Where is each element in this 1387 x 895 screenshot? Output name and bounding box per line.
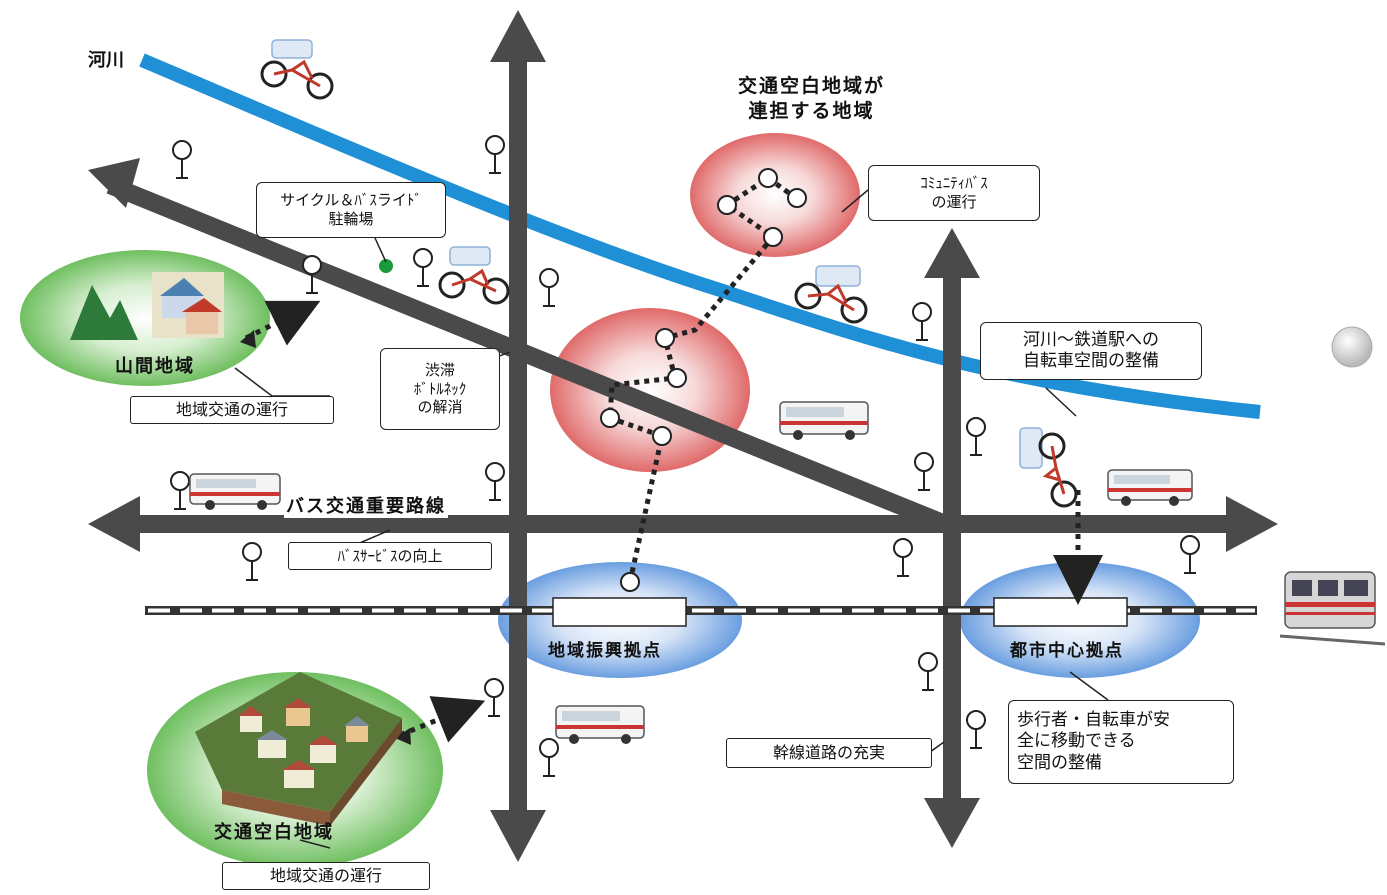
trunk-road-right	[924, 228, 980, 848]
town-icon	[195, 672, 402, 826]
cycle-ride-callout: サイクル＆ﾊﾞｽライﾄﾞ 駐輪場	[256, 182, 446, 238]
bus-icon	[189, 401, 1193, 744]
pedestrian-line3: 空間の整備	[1017, 752, 1102, 773]
river-label: 河川	[88, 50, 124, 71]
bus-service-callout: ﾊﾞｽｻｰﾋﾞｽの向上	[288, 542, 492, 570]
trunk-road-callout: 幹線道路の充実	[726, 738, 932, 768]
cycle-ride-line2: 駐輪場	[328, 210, 374, 228]
congestion-line1: 渋滞	[424, 360, 455, 379]
congestion-line2: ﾎﾞﾄﾙﾈｯｸ	[413, 379, 467, 398]
train-icon	[1279, 571, 1386, 646]
river-line	[139, 53, 1261, 419]
route-stops	[600, 168, 807, 592]
link-arrows	[244, 300, 1103, 743]
urban-hub-station	[993, 597, 1128, 627]
river-bike-line2: 自転車空間の整備	[1023, 351, 1159, 371]
mountain-transport-callout: 地域交通の運行	[130, 396, 334, 424]
pedestrian-callout: 歩行者・自転車が安 全に移動できる 空間の整備	[1008, 700, 1234, 784]
regional-hub-station	[552, 597, 687, 627]
blank-area-label: 交通空白地域	[214, 822, 334, 843]
blank-area-title-line1: 交通空白地域が	[738, 75, 886, 97]
bus-route-road	[88, 496, 1278, 552]
pedestrian-line2: 全に移動できる	[1017, 731, 1136, 752]
railway-line	[145, 606, 1257, 615]
mountain-icon	[70, 285, 138, 340]
trunk-road-left	[490, 10, 546, 862]
regional-hub-label: 地域振興拠点	[548, 641, 662, 661]
bus-stop-icon	[170, 135, 1200, 777]
urban-hub-label: 都市中心拠点	[1010, 641, 1124, 661]
community-bus-line2: の運行	[931, 193, 977, 211]
blank-transport-callout: 地域交通の運行	[222, 862, 430, 890]
river-bike-callout: 河川～鉄道駅への 自転車空間の整備	[980, 322, 1202, 380]
congestion-callout: 渋滞 ﾎﾞﾄﾙﾈｯｸ の解消	[380, 348, 500, 430]
blank-area-title: 交通空白地域が 連担する地域	[738, 74, 885, 123]
community-bus-line1: ｺﾐｭﾆﾃｨﾊﾞｽ	[920, 174, 988, 193]
congestion-zone	[550, 308, 750, 472]
pedestrian-line1: 歩行者・自転車が安	[1017, 710, 1170, 731]
cycle-ride-line1: サイクル＆ﾊﾞｽライﾄﾞ	[280, 191, 422, 210]
bike-parking-dot	[379, 259, 393, 273]
community-bus-callout: ｺﾐｭﾆﾃｨﾊﾞｽ の運行	[868, 165, 1040, 221]
orb-icon	[1331, 326, 1373, 368]
mountain-area-label: 山間地域	[115, 356, 195, 377]
bicycle-icon	[260, 39, 1078, 508]
blank-area-title-line2: 連担する地域	[748, 99, 875, 122]
diagonal-road	[88, 158, 964, 539]
houses-icon	[152, 272, 224, 338]
congestion-line3: の解消	[417, 398, 463, 417]
bus-route-label: バス交通重要路線	[284, 492, 448, 518]
community-bus-zone	[690, 133, 860, 257]
river-bike-line1: 河川～鉄道駅への	[1023, 329, 1159, 350]
